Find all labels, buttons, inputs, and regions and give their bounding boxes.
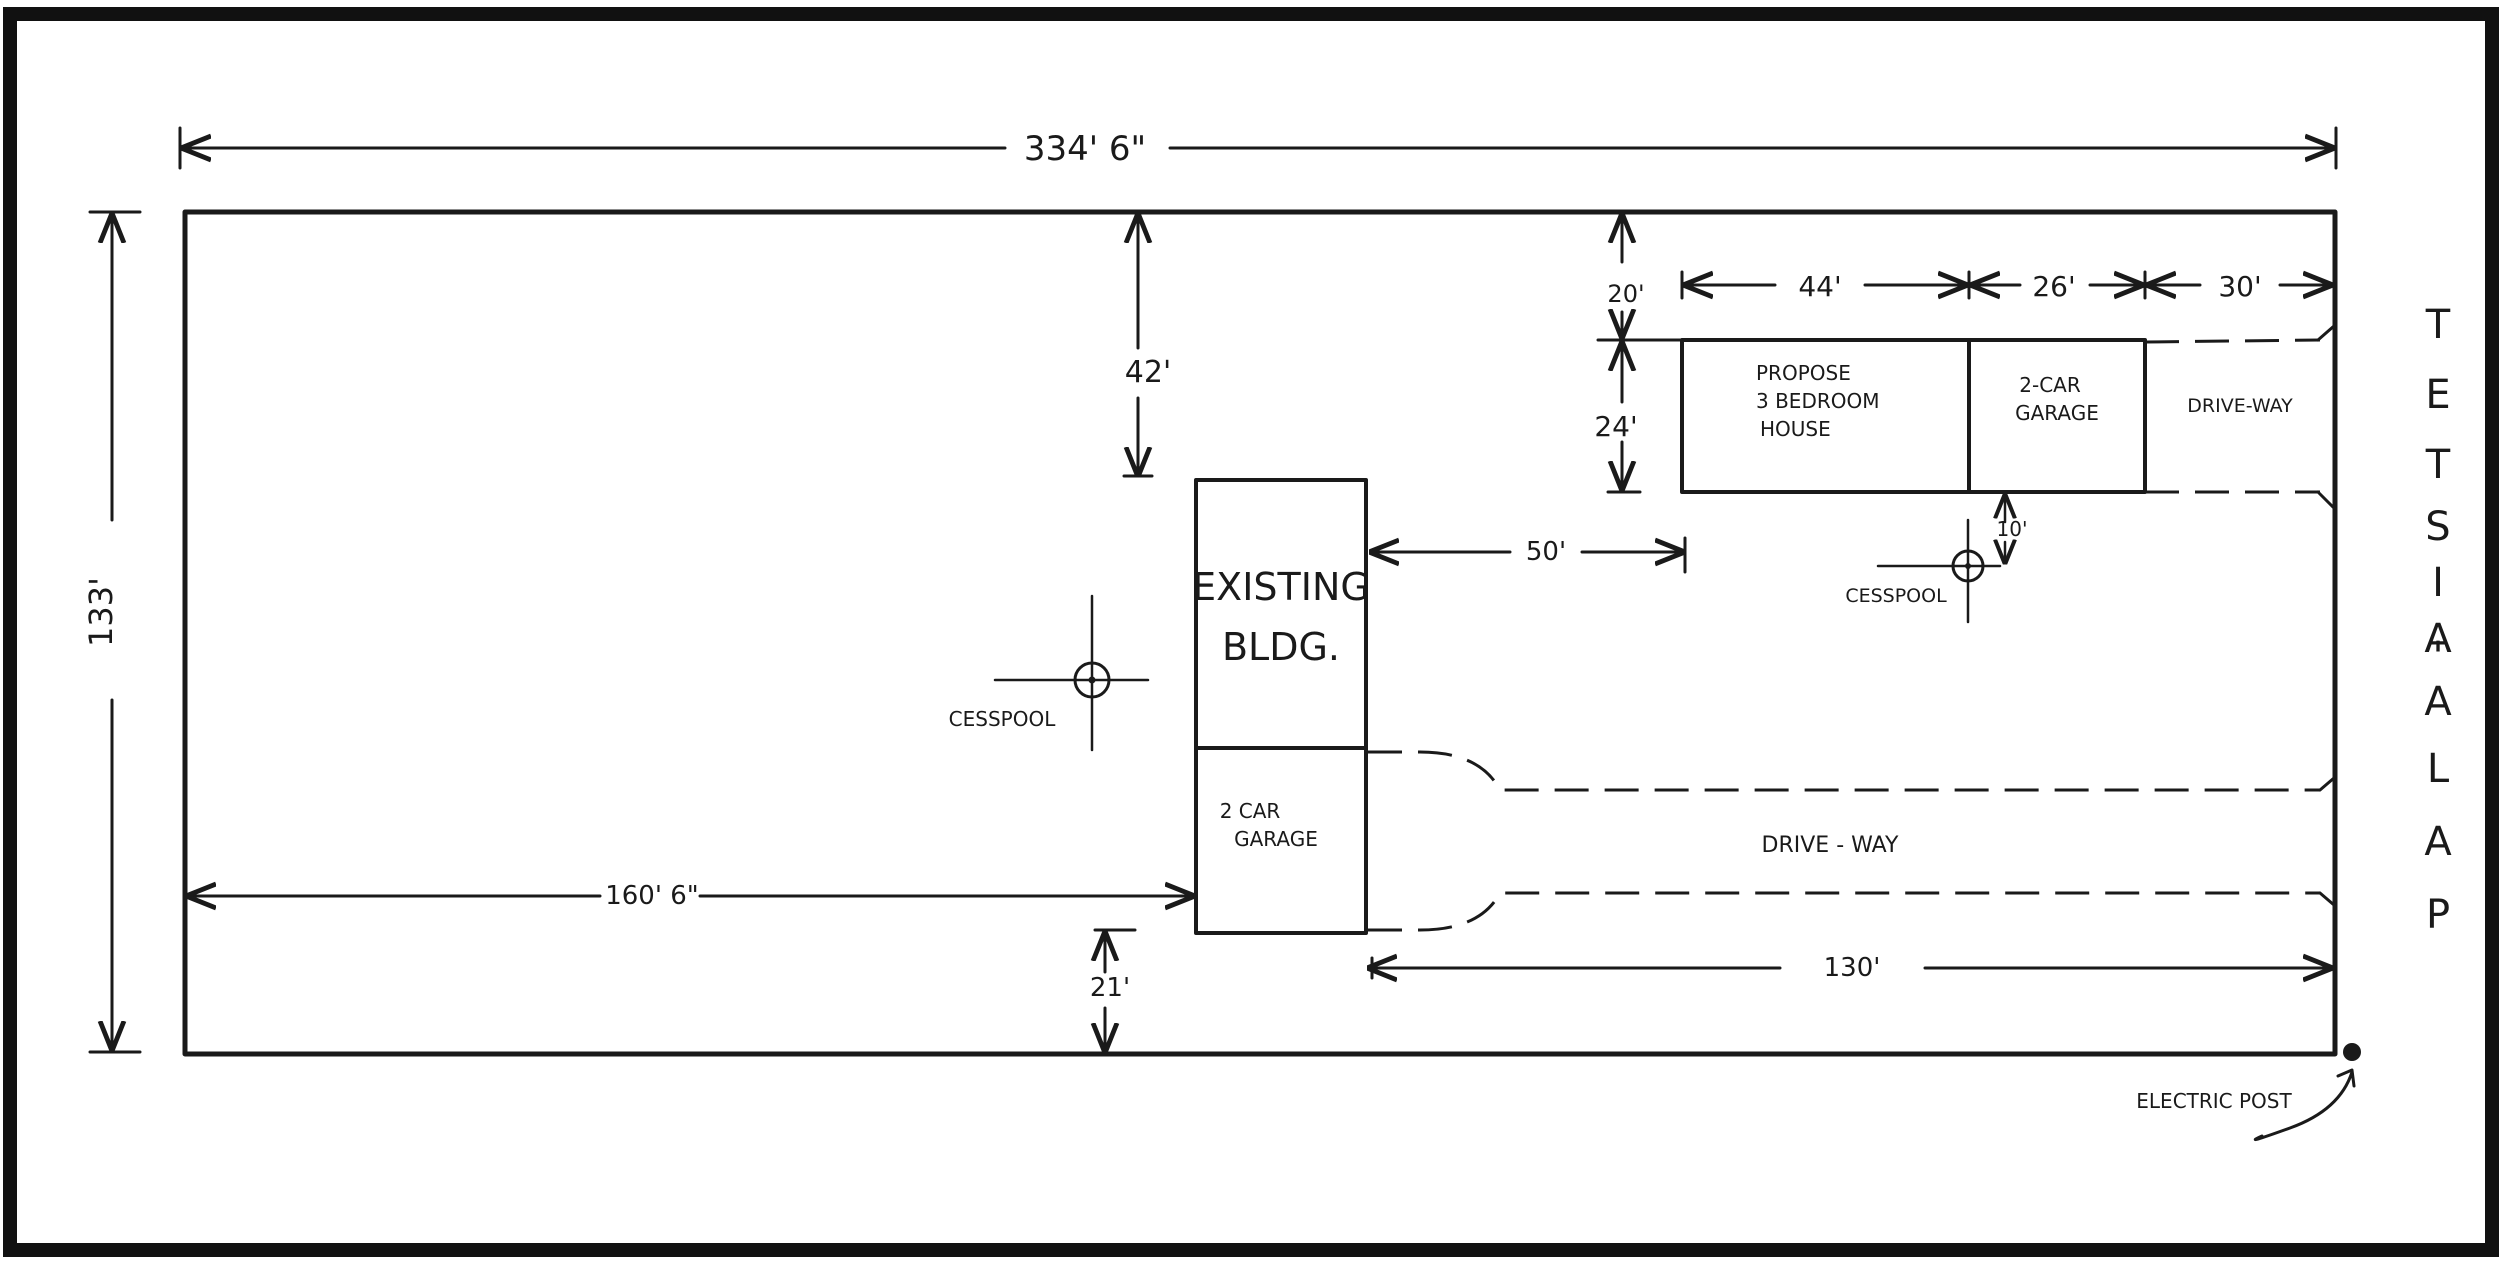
proposed-cesspool-offset-label: 10' — [1997, 517, 2028, 541]
overall-width-label: 334' 6" — [1024, 129, 1146, 169]
proposed-width-dimensions: 44' 26' 30' — [1680, 270, 2336, 303]
street-letter-a2: A — [2424, 679, 2452, 725]
existing-driveway: DRIVE - WAY — [1368, 750, 2336, 932]
street-letter-a3: A — [2424, 616, 2452, 662]
sheet-frame — [3, 7, 2499, 1257]
proposed-driveway: DRIVE-WAY — [2144, 324, 2336, 510]
electric-post-label: ELECTRIC POST — [2136, 1089, 2292, 1113]
property-boundary — [182, 209, 2338, 1057]
existing-building-label-line1: EXISTING — [1192, 565, 1370, 609]
street-letter-p: P — [2426, 892, 2450, 938]
street-letter-t2: T — [2425, 302, 2451, 348]
proposed-width-house-label: 44' — [1798, 270, 1841, 303]
existing-driveway-length-dimension: 130' — [1370, 953, 2330, 983]
street-letter-l: L — [2427, 746, 2450, 792]
street-name: P A L A ' A I S T E T — [2424, 302, 2452, 938]
existing-setback-bottom-label: 21' — [1090, 973, 1130, 1003]
proposed-vertical-dimensions: 20' 24' — [1594, 216, 1682, 494]
overall-width-dimension: 334' 6" — [178, 126, 2338, 170]
overall-depth-dimension: 133' — [82, 210, 142, 1054]
existing-cesspool: CESSPOOL — [949, 594, 1150, 752]
street-letter-s: S — [2425, 504, 2450, 550]
proposed-depth-label: 24' — [1594, 410, 1637, 443]
proposed-setback-top-label: 20' — [1607, 280, 1644, 308]
spacing-label: 50' — [1526, 537, 1566, 567]
existing-setback-bottom-dimension: 21' — [1090, 928, 1137, 1050]
street-letter-apostrophe: ' — [2433, 634, 2444, 680]
proposed-cesspool-label: CESSPOOL — [1845, 585, 1947, 607]
existing-garage — [1194, 746, 1368, 935]
proposed-garage-label-line2: GARAGE — [2015, 401, 2099, 425]
overall-depth-label: 133' — [82, 577, 120, 647]
spacing-dimension: 50' — [1372, 536, 1687, 574]
street-letter-t1: T — [2425, 442, 2451, 488]
street-letter-i: I — [2432, 560, 2444, 606]
existing-garage-label-line1: 2 CAR — [1220, 799, 1281, 823]
existing-setback-top-label: 42' — [1125, 355, 1171, 390]
existing-cesspool-label: CESSPOOL — [949, 707, 1057, 731]
existing-building-label-line2: BLDG. — [1222, 625, 1340, 669]
existing-garage-label-line2: GARAGE — [1234, 827, 1318, 851]
existing-driveway-label: DRIVE - WAY — [1762, 833, 1899, 858]
proposed-width-driveway-label: 30' — [2218, 270, 2261, 303]
proposed-house-label-line1: PROPOSE — [1756, 361, 1851, 385]
existing-setback-left-label: 160' 6" — [605, 881, 699, 911]
existing-setback-left-dimension: 160' 6" — [189, 881, 1192, 911]
street-letter-e: E — [2425, 372, 2450, 418]
existing-setback-top-dimension: 42' — [1122, 216, 1171, 478]
proposed-cesspool: CESSPOOL 10' — [1845, 496, 2028, 624]
proposed-garage — [1967, 338, 2147, 494]
proposed-driveway-label: DRIVE-WAY — [2187, 395, 2293, 417]
proposed-house-label-line3: HOUSE — [1760, 417, 1831, 441]
electric-post: ELECTRIC POST — [2136, 1043, 2361, 1142]
proposed-house-label-line2: 3 BEDROOM — [1756, 389, 1879, 413]
existing-driveway-length-label: 130' — [1824, 953, 1881, 983]
street-letter-a1: A — [2424, 819, 2452, 865]
proposed-width-garage-label: 26' — [2032, 270, 2075, 303]
proposed-garage-label-line1: 2-CAR — [2019, 373, 2081, 397]
